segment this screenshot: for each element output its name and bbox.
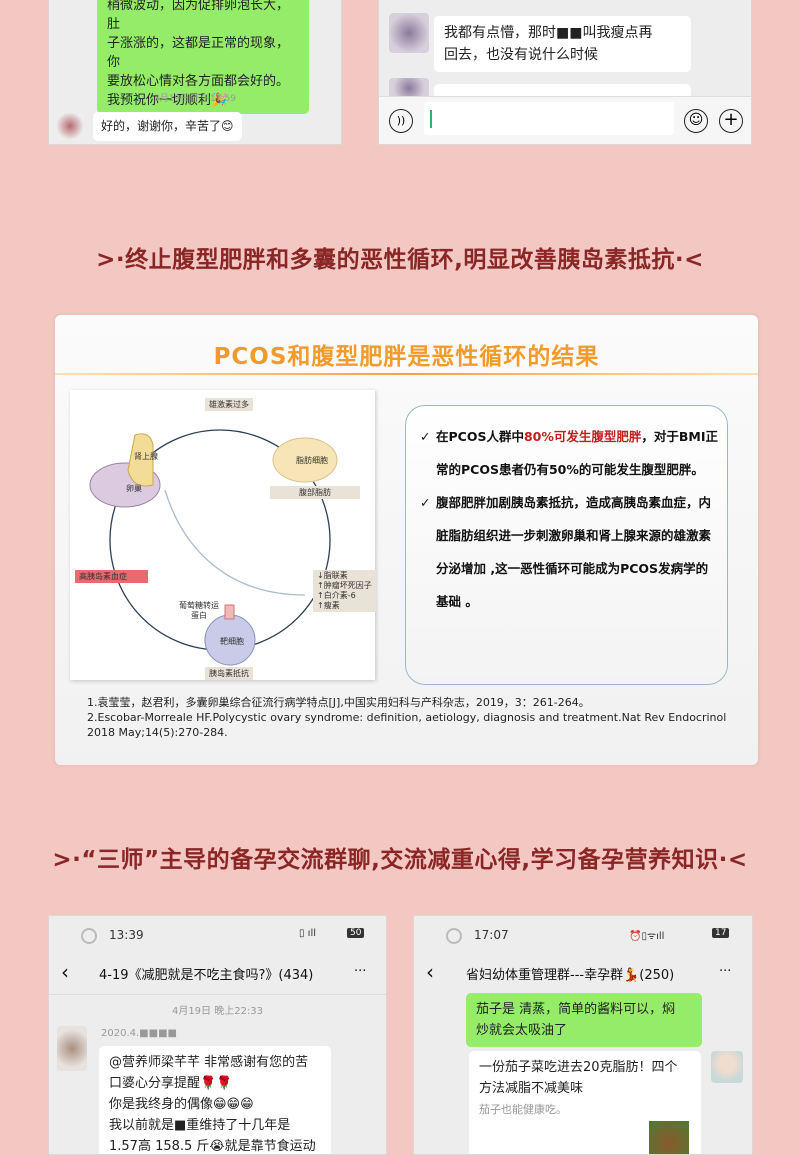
input-bar: )) ☺ +	[379, 96, 751, 144]
chat-bubble-received: 我都有点懵，那时■■叫我瘦点再 回去，也没有说什么时候	[434, 16, 691, 72]
divider	[55, 373, 758, 375]
point-text: 腹部肥胖加剧胰岛素抵抗，造成高胰岛素血症，内脏脂肪组织进一步刺激卵巢和肾上腺来源…	[436, 495, 712, 609]
label-insulin-resistance: 胰岛素抵抗	[205, 667, 253, 680]
sender-name: 2020.4.■■■■	[101, 1028, 177, 1039]
msg-line: 子涨涨的，这都是正常的现象，你	[107, 36, 290, 70]
battery-icon: 50	[347, 928, 365, 938]
point-text: ，对于BMI正常的PCOS患者仍有50%的可能发生腹型肥胖。	[436, 429, 719, 477]
more-button[interactable]: ···	[719, 964, 732, 979]
label-factors: ↓脂联素 ↑肿瘤坏死因子 ↑白介素-6 ↑瘦素	[313, 570, 376, 612]
vicious-cycle-diagram: 雄激素过多 肾上腺 卵巢 脂肪细胞 腹部脂肪 ↓脂联素 ↑肿瘤坏死因子 ↑白介素…	[70, 390, 376, 680]
article-card[interactable]: 一份茄子菜吃进去20克脂肪！四个 方法减脂不减美味 茄子也能健康吃。	[469, 1051, 701, 1154]
avatar	[56, 112, 84, 140]
message-input[interactable]	[424, 102, 674, 135]
slide-title: PCOS和腹型肥胖是恶性循环的结果	[213, 344, 600, 370]
label-glut: 葡萄糖转运蛋白	[175, 600, 223, 622]
factor: ↑瘦素	[317, 601, 340, 610]
msg-line: 要放松心情对各方面都会好的。	[107, 74, 290, 89]
chat-bubble-received: 好的，谢谢你，辛苦了😊	[93, 112, 242, 141]
chat-header: ‹ 4-19《减肥就是不吃主食吗?》(434) ···	[49, 960, 386, 984]
factor: ↑肿瘤坏死因子	[317, 581, 372, 590]
camera-icon	[81, 928, 97, 944]
chat-title: 省妇幼体重管理群---幸孕群💃(250)	[466, 968, 675, 983]
msg-line: 我预祝你一切顺利🎉	[107, 93, 228, 108]
more-button[interactable]: ···	[354, 964, 367, 979]
back-button[interactable]: ‹	[426, 960, 434, 984]
label-ovary: 卵巢	[126, 484, 142, 493]
point-highlight: 80%可发生腹型肥胖	[523, 429, 642, 444]
msg-line: 稍微波动，因为促排卵泡长大，肚	[107, 0, 290, 32]
avatar	[57, 1026, 87, 1071]
chat-bubble-sent: 茄子是 清蒸，简单的酱料可以，焖 炒就会太吸油了	[466, 993, 702, 1047]
chat-screenshot-bottom-left: 13:39 ▯ ıll 50 ‹ 4-19《减肥就是不吃主食吗?》(434) ·…	[48, 915, 387, 1155]
chat-timestamp: 3月19日 下午17:59	[154, 94, 236, 104]
msg-line: 1.57高 158.5 斤😭就是靠节食运动	[109, 1139, 316, 1154]
chat-bubble-received: @营养师梁芊芊 非常感谢有您的苦 口婆心分享提醒🌹🌹 你是我终身的偶像😁😁😁 我…	[99, 1046, 331, 1154]
msg-line: 炒就会太吸油了	[476, 1023, 568, 1038]
key-point: ✓ 腹部肥胖加剧胰岛素抵抗，造成高胰岛素血症，内脏脂肪组织进一步刺激卵巢和肾上腺来…	[420, 486, 719, 618]
plus-icon[interactable]: +	[719, 109, 743, 133]
msg-line: 我以前就是■重维持了十几年是	[109, 1118, 291, 1133]
card-title: 一份茄子菜吃进去20克脂肪！四个	[479, 1060, 678, 1075]
label-target-cell: 靶细胞	[220, 637, 244, 646]
label-hyperinsulinemia: 高胰岛素血症	[75, 570, 148, 583]
chat-header: ‹ 省妇幼体重管理群---幸孕群💃(250) ···	[414, 960, 752, 984]
msg-line: 回去，也没有说什么时候	[444, 47, 598, 63]
status-time: 13:39	[109, 928, 144, 942]
glut-line: 蛋白	[191, 611, 207, 620]
key-points-box: ✓ 在PCOS人群中80%可发生腹型肥胖，对于BMI正常的PCOS患者仍有50%的…	[405, 405, 728, 685]
chat-bubble-sent: 稍微波动，因为促排卵泡长大，肚 子涨涨的，这都是正常的现象，你 要放松心情对各方…	[97, 0, 309, 114]
label-abdominal-fat: 腹部脂肪	[270, 486, 360, 499]
chat-screenshot-bottom-right: 17:07 ⏰▯ᯤıll 17 ‹ 省妇幼体重管理群---幸孕群💃(250) ·…	[413, 915, 753, 1155]
point-text: 在PCOS人群中	[436, 429, 524, 444]
factor: ↓脂联素	[317, 571, 348, 580]
avatar	[389, 78, 429, 98]
avatar	[389, 13, 429, 53]
label-fat-cell: 脂肪细胞	[296, 456, 328, 465]
card-thumbnail	[649, 1121, 689, 1154]
reference: 1.袁莹莹，赵君利，多囊卵巢综合征流行病学特点[J],中国实用妇科与产科杂志，2…	[87, 696, 590, 709]
glut-line: 葡萄糖转运	[179, 601, 219, 610]
msg-line: 我都有点懵，那时■■叫我瘦点再	[444, 25, 653, 41]
battery-icon: 17	[712, 928, 730, 938]
reference: 2.Escobar-Morreale HF.Polycystic ovary s…	[87, 711, 727, 739]
status-bar: 13:39 ▯ ıll 50	[49, 928, 386, 948]
card-description: 茄子也能健康吃。	[479, 1103, 567, 1116]
msg-line: 你是我终身的偶像😁😁😁	[109, 1097, 254, 1112]
label-androgen-excess: 雄激素过多	[205, 398, 253, 411]
msg-line: 口婆心分享提醒🌹🌹	[109, 1076, 233, 1091]
chat-bubble-partial	[434, 84, 691, 98]
check-icon: ✓	[420, 495, 431, 510]
label-adrenal: 肾上腺	[134, 452, 158, 461]
section-heading-2: >·“三师”主导的备孕交流群聊,交流减重心得,学习备孕营养知识·<	[52, 847, 748, 873]
chat-timestamp: 4月19日 晚上22:33	[171, 1006, 264, 1017]
status-time: 17:07	[474, 928, 509, 942]
voice-icon[interactable]: ))	[389, 109, 413, 133]
check-icon: ✓	[420, 429, 431, 444]
references: 1.袁莹莹，赵君利，多囊卵巢综合征流行病学特点[J],中国实用妇科与产科杂志，2…	[87, 695, 747, 740]
chat-screenshot-top-left: 稍微波动，因为促排卵泡长大，肚 子涨涨的，这都是正常的现象，你 要放松心情对各方…	[48, 0, 342, 145]
chat-screenshot-top-right: 我都有点懵，那时■■叫我瘦点再 回去，也没有说什么时候 )) ☺ +	[378, 0, 752, 145]
section-heading-1: >·终止腹型肥胖和多囊的恶性循环,明显改善胰岛素抵抗·<	[96, 247, 704, 273]
info-slide: PCOS和腹型肥胖是恶性循环的结果 雄激素过多 肾上腺 卵巢 脂肪细胞 腹部脂肪…	[55, 315, 758, 765]
factor: ↑白介素-6	[317, 591, 356, 600]
msg-line: @营养师梁芊芊 非常感谢有您的苦	[109, 1055, 309, 1070]
avatar	[711, 1051, 743, 1083]
key-point: ✓ 在PCOS人群中80%可发生腹型肥胖，对于BMI正常的PCOS患者仍有50%的…	[420, 420, 719, 486]
card-title: 方法减脂不减美味	[479, 1081, 584, 1096]
msg-line: 茄子是 清蒸，简单的酱料可以，焖	[476, 1002, 676, 1017]
cycle-arrows	[89, 429, 338, 666]
back-button[interactable]: ‹	[61, 960, 69, 984]
status-bar: 17:07 ⏰▯ᯤıll 17	[414, 928, 752, 948]
signal-icon: ▯ ıll	[299, 928, 317, 939]
emoji-icon[interactable]: ☺	[684, 109, 708, 133]
signal-icon: ⏰▯ᯤıll	[629, 931, 665, 942]
camera-icon	[446, 928, 462, 944]
chat-title: 4-19《减肥就是不吃主食吗?》(434)	[99, 968, 314, 983]
